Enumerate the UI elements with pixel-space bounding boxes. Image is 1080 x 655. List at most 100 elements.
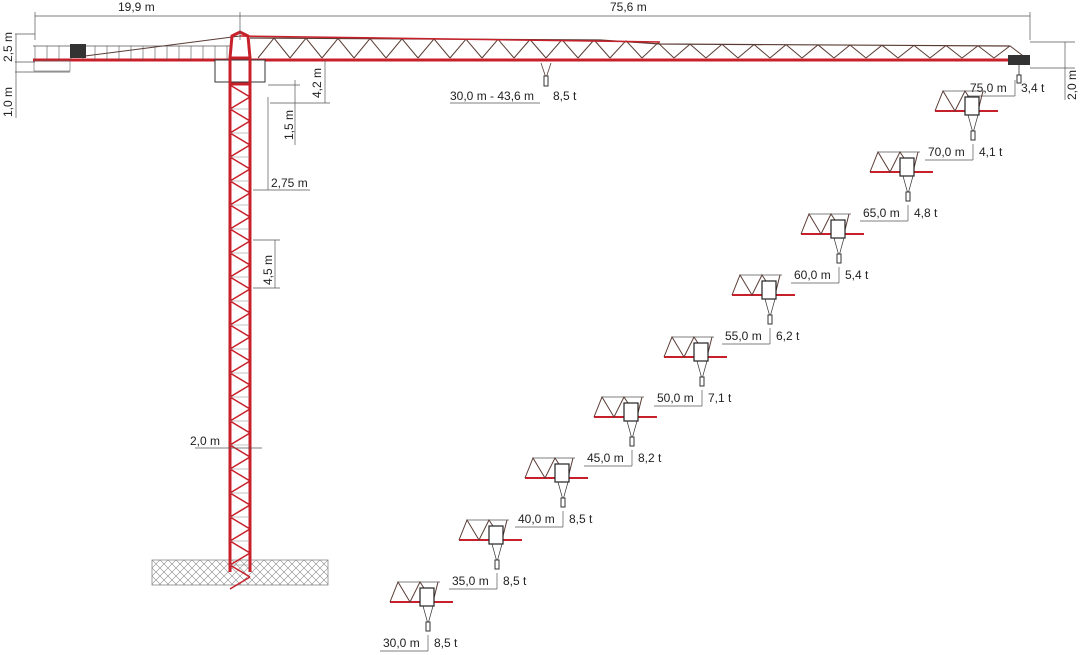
- jib-diagonal: [849, 44, 867, 59]
- cab-to-hook-label: 4,2 m: [310, 68, 324, 98]
- mast-diagonal: [229, 228, 251, 242]
- hook-rope: [972, 114, 979, 134]
- hook-rope: [701, 360, 708, 380]
- hook-rope: [557, 481, 564, 501]
- mast-diagonal: [229, 504, 251, 518]
- jib-diagonal: [977, 45, 995, 59]
- jib-diagonal: [577, 39, 595, 59]
- jib-diagonal: [865, 44, 883, 59]
- jib-diagonal: [625, 40, 643, 59]
- hook-rope: [764, 298, 771, 318]
- mast-diagonal: [229, 216, 251, 230]
- jib-diagonal: [737, 44, 755, 59]
- hook-rope: [631, 420, 638, 440]
- hook-rope: [427, 605, 434, 625]
- jib-diagonal: [449, 38, 467, 59]
- jib-diagonal: [289, 37, 307, 59]
- load-label: 7,1 t: [708, 391, 732, 405]
- load-label: 5,4 t: [845, 268, 869, 282]
- main-radius-label: 30,0 m - 43,6 m: [450, 89, 534, 103]
- mast-offset-label: 2,75 m: [271, 176, 308, 190]
- hook-block: [836, 253, 842, 264]
- load-label: 3,4 t: [1021, 81, 1045, 95]
- mast-diagonal: [229, 132, 251, 146]
- jib-diagonal: [417, 38, 435, 59]
- counter-jib-height-label: 2,5 m: [1, 32, 15, 62]
- mast-diagonal: [229, 144, 251, 158]
- jib-diagonal: [769, 44, 787, 59]
- hook-rope: [769, 298, 776, 318]
- mast-diagonal: [229, 492, 251, 506]
- jib-diagonal: [897, 44, 915, 59]
- mast-diagonal: [229, 576, 251, 590]
- jib-diagonal: [337, 38, 355, 59]
- radius-label: 35,0 m: [452, 574, 489, 588]
- mast-diagonal: [229, 516, 251, 530]
- mast-diagonal: [229, 96, 251, 110]
- counter-weight-drop-label: 1,0 m: [1, 87, 15, 117]
- hook-rope: [496, 543, 503, 563]
- jib-diagonal: [721, 43, 739, 59]
- jib-tip-trolley: [1008, 55, 1030, 65]
- hook-block: [905, 191, 911, 202]
- mast-diagonal: [229, 360, 251, 374]
- dimension-lines: [15, 12, 1075, 449]
- load-label: 8,5 t: [434, 636, 458, 650]
- radius-label: 30,0 m: [383, 636, 420, 650]
- load-label: 8,2 t: [638, 451, 662, 465]
- mast-diagonal: [229, 552, 251, 566]
- jib-diagonal: [609, 40, 627, 59]
- jib-diagonal: [401, 38, 419, 59]
- mast-diagonal: [229, 120, 251, 134]
- jib-diagonal: [881, 44, 899, 59]
- jib-diagonal: [817, 44, 835, 59]
- hook-block: [425, 621, 431, 632]
- mast-diagonal: [229, 420, 251, 434]
- hoist-winch: [70, 44, 86, 58]
- jib-diagonal: [353, 38, 371, 59]
- trolley: [488, 525, 504, 545]
- jib-diagonal: [497, 39, 515, 59]
- jib-diagonal: [593, 39, 611, 59]
- load-label: 4,8 t: [914, 206, 938, 220]
- jib-diagonal: [641, 42, 659, 59]
- hook-rope: [696, 360, 703, 380]
- jib-diagonal: [913, 44, 931, 59]
- jib: [239, 35, 1030, 84]
- counter-jib: [33, 35, 241, 72]
- hook-block: [629, 436, 635, 447]
- load-label: 8,5 t: [569, 512, 593, 526]
- jib-tip-hook: [1016, 74, 1022, 84]
- hook-rope: [902, 175, 909, 195]
- mast-diagonal: [229, 312, 251, 326]
- mast-diagonal: [229, 300, 251, 314]
- hook-rope: [967, 114, 974, 134]
- hook-block: [767, 314, 773, 325]
- main-load-label: 8,5 t: [553, 89, 577, 103]
- mast-diagonal: [229, 324, 251, 338]
- radius-label: 45,0 m: [587, 451, 624, 465]
- mast-diagonal: [229, 456, 251, 470]
- load-chart-entry: 30,0 m 8,5 t: [380, 580, 458, 652]
- trolley: [623, 402, 639, 422]
- jib-diagonal: [801, 44, 819, 59]
- jib-diagonal: [513, 39, 531, 59]
- counter-jib-length-label: 19,9 m: [118, 0, 155, 14]
- jib-diagonal: [673, 43, 691, 59]
- trolley: [761, 280, 777, 300]
- radius-label: 55,0 m: [725, 329, 762, 343]
- jib-diagonal: [545, 39, 563, 59]
- mast-diagonal: [229, 468, 251, 482]
- mast-diagonal: [229, 240, 251, 254]
- hook-block: [699, 376, 705, 387]
- jib-diagonal: [785, 44, 803, 59]
- jib-diagonal: [305, 37, 323, 59]
- counterweight: [33, 60, 71, 72]
- radius-label: 65,0 m: [863, 206, 900, 220]
- mast-diagonal: [229, 432, 251, 446]
- hook-block: [970, 130, 976, 141]
